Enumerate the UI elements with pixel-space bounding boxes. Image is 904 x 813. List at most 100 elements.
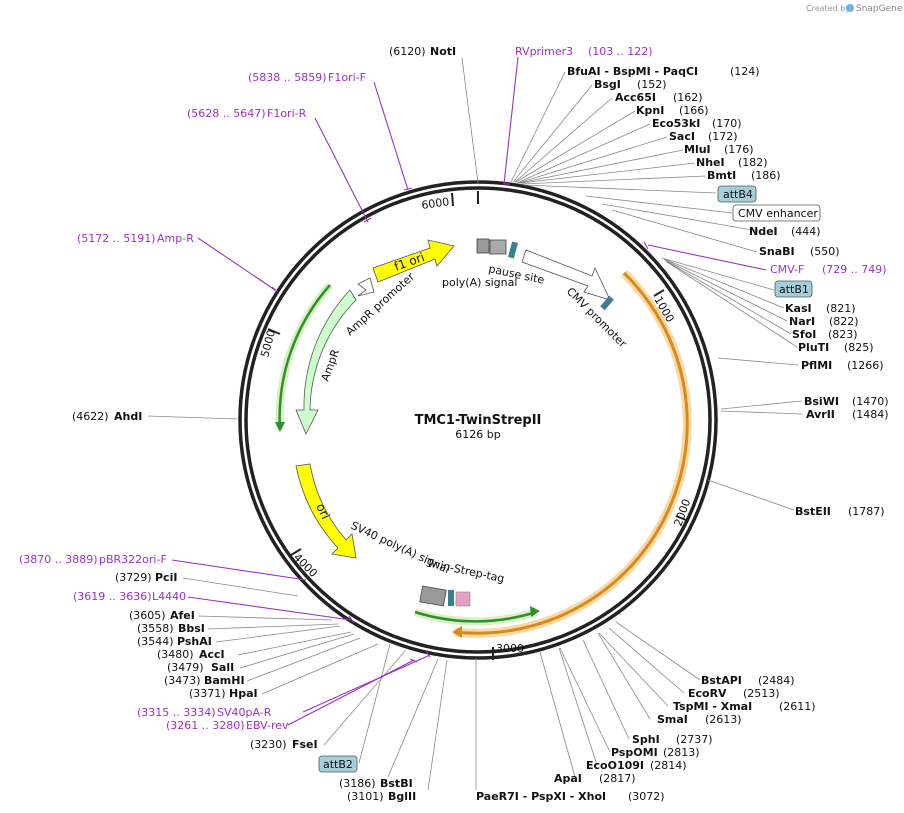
site-name: SphI (632, 733, 660, 746)
site-name: BsiWI (804, 395, 839, 408)
primer-range: (3315 .. 3334) (137, 706, 216, 719)
plasmid-size: 6126 bp (455, 428, 500, 441)
cmv-promoter-arrow (521, 249, 611, 301)
site-name: NheI (696, 156, 725, 169)
site-pos: (3473) (164, 674, 201, 687)
primer-name: SV40pA-R (217, 706, 272, 719)
site-pos: (2484) (758, 674, 795, 687)
primer-range: (3619 .. 3636) (73, 590, 152, 603)
site-name: EcoRV (688, 687, 727, 700)
primer-name: Amp-R (157, 232, 194, 245)
green-arrowhead-bottom (530, 606, 540, 617)
site-name: KpnI (636, 104, 664, 117)
site-pos: (3230) (250, 738, 287, 751)
gray-block-1 (476, 238, 490, 254)
site-pos: (444) (791, 225, 821, 238)
site-name: Acc65I (615, 91, 656, 104)
site-name: TspMI - XmaI (673, 700, 752, 713)
primer-labels: RVprimer3 (103 .. 122) CMV-F (729 .. 749… (19, 45, 887, 732)
feature-twinstrep: Twin-Strep-tag (424, 556, 505, 585)
site-pos: (3605) (129, 609, 166, 622)
site-pos: (3186) (339, 777, 376, 790)
site-name: AccI (199, 648, 225, 661)
teal-block-top (508, 241, 518, 259)
credit-brand: SnapGene (856, 4, 903, 14)
primer-connectors (171, 56, 767, 726)
plasmid-name: TMC1-TwinStrepII (415, 413, 542, 428)
site-pos: (821) (826, 302, 856, 315)
site-pos: (3729) (115, 571, 152, 584)
feature-f1ori: f1 ori (392, 250, 426, 274)
site-name: BsgI (594, 78, 621, 91)
primer-range: (3261 .. 3280) (166, 719, 245, 732)
site-pos: (186) (751, 169, 781, 182)
site-name: KasI (785, 302, 812, 315)
primer-name: F1ori-F (328, 71, 366, 84)
site-pos: (2611) (779, 700, 816, 713)
site-name: BstAPI (701, 674, 742, 687)
site-pos: (172) (708, 130, 738, 143)
teal-block-right (600, 295, 614, 311)
attb1-box (774, 280, 813, 298)
site-name: FseI (292, 738, 318, 751)
site-pos: (3544) (137, 635, 174, 648)
primer-range: (103 .. 122) (588, 45, 653, 58)
site-name: HpaI (229, 687, 258, 700)
green-arc-bottom (414, 610, 537, 623)
snapgene-logo-icon (846, 4, 854, 12)
f1-ori-arrow (372, 239, 455, 283)
site-name: SacI (669, 130, 695, 143)
twinstrep-gray-block (419, 585, 447, 607)
position-ticks (267, 191, 687, 660)
green-arrowhead-left (275, 422, 285, 432)
site-name: PluTI (798, 341, 829, 354)
site-name: BglII (388, 790, 416, 803)
site-pos: (3101) (347, 790, 384, 803)
feature-ori: ori (313, 501, 332, 521)
tick-6000: 6000 (421, 195, 451, 212)
site-name: MluI (684, 143, 711, 156)
site-pos: (2817) (599, 772, 636, 785)
credit-prefix: Created by (806, 4, 850, 13)
insert-arrowhead (452, 626, 462, 638)
site-name: SfoI (792, 328, 816, 341)
site-connectors (147, 57, 803, 791)
site-name: NdeI (749, 225, 778, 238)
site-name: BstEII (795, 505, 831, 518)
site-pos: (182) (738, 156, 768, 169)
primer-range: (729 .. 749) (822, 263, 887, 276)
site-pos: (550) (810, 245, 840, 258)
primer-range: (5838 .. 5859) (248, 71, 327, 84)
site-name: ApaI (554, 772, 582, 785)
site-pos: (3479) (167, 661, 204, 674)
site-name: AvrII (806, 408, 835, 421)
tick-1000-mark (653, 289, 665, 297)
primer-name: F1ori-R (267, 107, 307, 120)
tick-6000-mark (451, 192, 454, 207)
attb2-box (318, 755, 358, 773)
site-pos: (1787) (848, 505, 885, 518)
primer-range: (5628 .. 5647) (187, 107, 266, 120)
site-name: BfuAI - BspMI - PaqCI (567, 65, 698, 78)
site-pos: (152) (637, 78, 667, 91)
site-pos: (4622) (72, 410, 109, 423)
attb4-box (717, 185, 757, 203)
primer-range: (5172 .. 5191) (77, 232, 156, 245)
tick-3000: 3000 (496, 642, 524, 655)
site-pos: (176) (724, 143, 754, 156)
site-pos: (3072) (628, 790, 665, 803)
feature-polya: poly(A) signal (442, 276, 517, 289)
site-name: PshAI (177, 635, 212, 648)
boxed-attb4: attB4 (723, 188, 753, 201)
site-name: BamHI (204, 674, 245, 687)
insert-arc (454, 271, 689, 635)
site-name: PaeR7I - PspXI - XhoI (476, 790, 606, 803)
site-name: NotI (430, 45, 456, 58)
twinstrep-pink-block (455, 591, 471, 607)
site-pos: (166) (679, 104, 709, 117)
site-pos: (1470) (852, 395, 889, 408)
boxed-cmv-enhancer: CMV enhancer (738, 207, 818, 220)
site-pos: (162) (673, 91, 703, 104)
tick-2000-mark (675, 515, 687, 521)
primer-name: pBR322ori-F (99, 553, 167, 566)
